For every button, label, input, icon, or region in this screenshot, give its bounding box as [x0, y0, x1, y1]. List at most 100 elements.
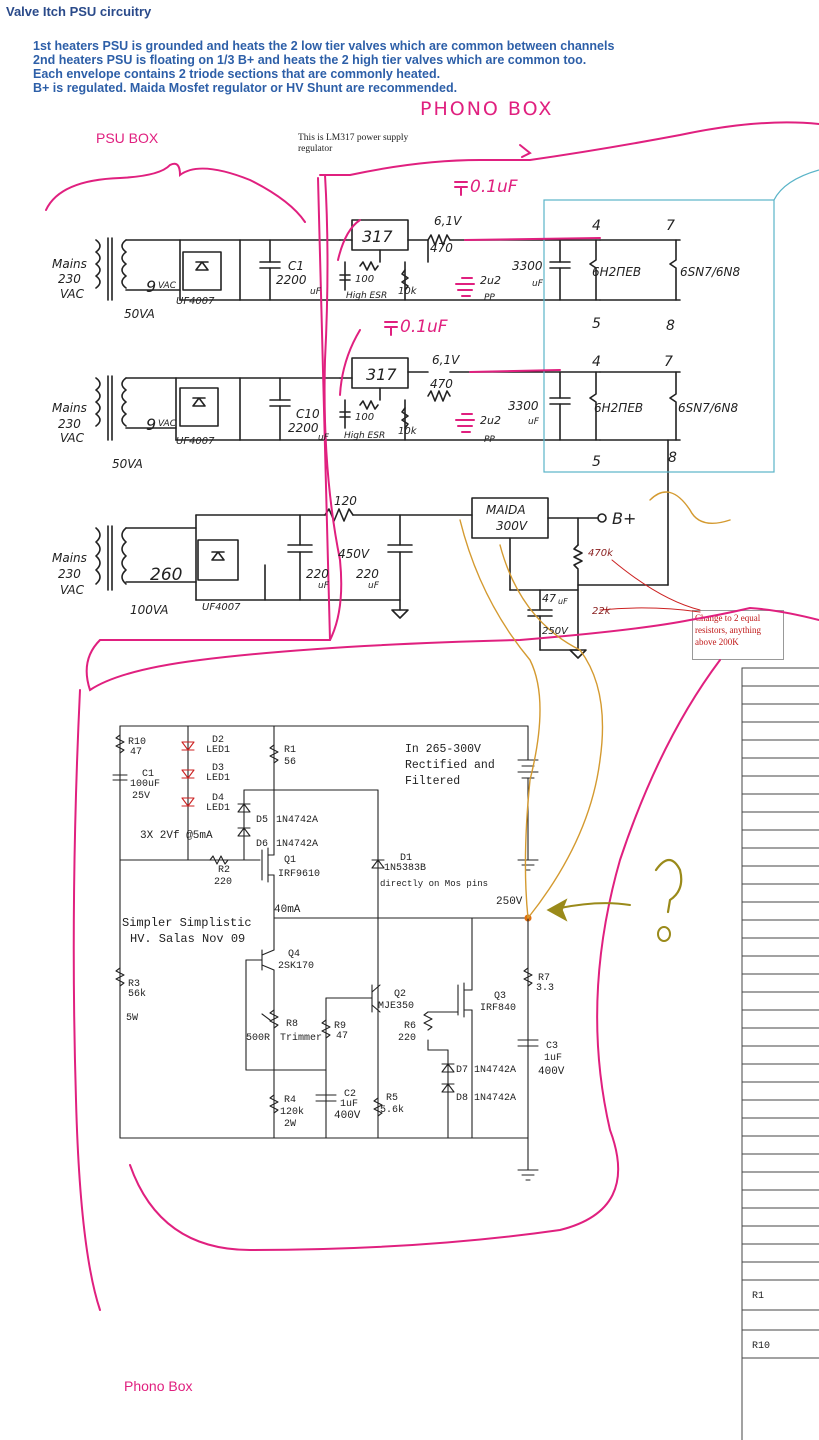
- part-value: 1uF: [544, 1053, 562, 1064]
- part-ref: R4: [284, 1095, 296, 1106]
- part-value: LED1: [206, 773, 230, 784]
- schematic-author: HV. Salas Nov 09: [130, 932, 245, 946]
- trim-pot: 10k: [398, 286, 418, 297]
- part-ref: D8: [456, 1093, 468, 1104]
- film-type: PP: [484, 293, 495, 303]
- pin-label: 8: [668, 450, 677, 466]
- part-ref: R10: [128, 737, 146, 748]
- adjust-resistor: 100: [355, 412, 374, 423]
- table-row: R1: [752, 1291, 764, 1302]
- cap-value: 2200: [276, 273, 307, 287]
- part-value: 120k: [280, 1106, 304, 1118]
- output-voltage: 6,1V: [434, 214, 462, 228]
- part-value: 2SK170: [278, 961, 314, 972]
- transformer-primary: [95, 527, 101, 585]
- part-value: 5.6k: [380, 1104, 404, 1116]
- added-cap-label: 0.1uF: [400, 317, 448, 337]
- part-ref: R1: [284, 745, 296, 756]
- part-value: 220: [398, 1033, 416, 1044]
- part-ref: C1: [142, 769, 154, 780]
- valve-a-type: 6H2ΠEB: [592, 265, 641, 279]
- part-value: 500R: [246, 1033, 270, 1044]
- secondary-voltage: 9: [146, 277, 156, 296]
- part-ref: D4: [212, 793, 224, 804]
- regulator-label: 317: [366, 365, 397, 384]
- bplus-label: B+: [612, 509, 636, 528]
- divider-bottom-resistor: 22k: [592, 606, 612, 617]
- film-cap: 2u2: [480, 414, 501, 427]
- part-value: 100uF: [130, 779, 160, 790]
- maida-voltage: 300V: [496, 519, 528, 533]
- mains-label: Mains: [52, 257, 87, 271]
- valve-b-type: 6SN7/6N8: [680, 265, 741, 279]
- note-line: 1st heaters PSU is grounded and heats th…: [33, 39, 615, 53]
- part-ref: Q1: [284, 855, 296, 866]
- part-ref: R9: [334, 1021, 346, 1032]
- note-line: Each envelope contains 2 triode sections…: [33, 67, 441, 81]
- phono-box-outline: [543, 199, 775, 473]
- current-label: 40mA: [274, 904, 301, 916]
- part-ref: R7: [538, 973, 550, 984]
- schematic-title: Simpler Simplistic: [122, 916, 252, 930]
- pin-label: 7: [666, 218, 675, 234]
- adjust-resistor: 100: [355, 274, 374, 285]
- secondary-voltage: 260: [150, 565, 182, 585]
- part-ref: D7: [456, 1065, 468, 1076]
- divider-cap-voltage: 250V: [542, 626, 569, 637]
- part-value: LED1: [206, 745, 230, 756]
- pin-label: 5: [592, 316, 601, 332]
- secondary-voltage: 9: [146, 415, 156, 434]
- input-note: Rectified and: [405, 759, 495, 772]
- series-resistor: 470: [430, 377, 453, 391]
- hv-cap-voltage: 450V: [338, 547, 370, 561]
- cap-ref: C10: [296, 407, 320, 421]
- mains-voltage: 230: [58, 567, 81, 581]
- diode-type: UF4007: [202, 602, 241, 613]
- mains-label: Mains: [52, 551, 87, 565]
- vac-label: VAC: [60, 431, 85, 445]
- part-ref: Q4: [288, 949, 300, 960]
- part-ref: R8: [286, 1019, 298, 1030]
- film-cap: 2u2: [480, 274, 501, 287]
- part-ref: D6: [256, 839, 268, 850]
- bridge-rectifier: [179, 387, 219, 427]
- secondary-unit: VAC: [158, 419, 177, 429]
- valve-heater-b: [669, 239, 677, 301]
- series-resistor: 470: [430, 241, 453, 255]
- part-value: 56k: [128, 988, 146, 1000]
- orange-wire: [459, 519, 541, 919]
- mos-note: directly on Mos pins: [380, 879, 488, 889]
- divider-cap: 47: [542, 592, 556, 605]
- part-value: 400V: [334, 1110, 361, 1122]
- hv-cap-1-unit: uF: [318, 581, 330, 591]
- part-ref: Q3: [494, 991, 506, 1002]
- part-value: 1N5383B: [384, 863, 426, 874]
- part-value: 1N4742A: [474, 1065, 516, 1076]
- phono-box-handwritten-label: PHONO BOX: [420, 98, 554, 120]
- output-cap: 3300: [508, 399, 539, 413]
- part-value: Trimmer: [280, 1032, 322, 1044]
- bridge-rectifier: [182, 251, 222, 291]
- vac-label: VAC: [60, 583, 85, 597]
- psu-box-boundary: [45, 162, 306, 223]
- description-notes: 1st heaters PSU is grounded and heats th…: [33, 39, 614, 95]
- added-cap-label: 0.1uF: [470, 177, 518, 197]
- heater-psu-1: [95, 219, 681, 301]
- diode-type: UF4007: [176, 436, 215, 447]
- diode-type: UF4007: [176, 296, 215, 307]
- part-ref: C3: [546, 1041, 558, 1052]
- magenta-annotations: [45, 121, 819, 1311]
- part-value: 5W: [126, 1013, 138, 1024]
- part-value: 1uF: [340, 1099, 358, 1110]
- pin-label: 8: [666, 318, 675, 334]
- input-note: In 265-300V: [405, 743, 481, 756]
- hv-cap-2: 220: [356, 567, 379, 581]
- output-cap-unit: uF: [532, 279, 544, 289]
- hv-shunt-schematic: [112, 725, 539, 1181]
- part-value: 56: [284, 757, 296, 768]
- mains-label: Mains: [52, 401, 87, 415]
- psu-box-label: PSU BOX: [96, 130, 159, 146]
- part-value: 1N4742A: [474, 1093, 516, 1104]
- part-ref: C2: [344, 1089, 356, 1100]
